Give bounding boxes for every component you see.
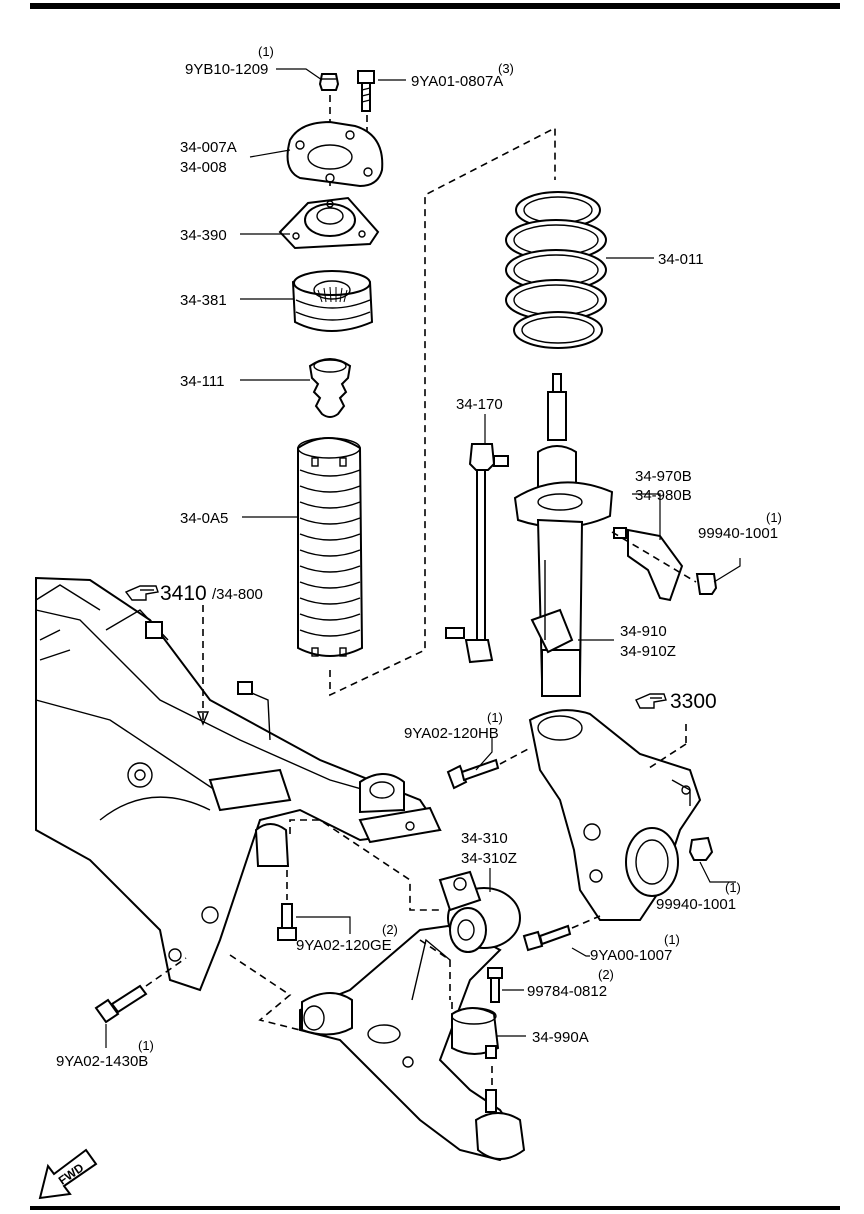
- bolt-arm-front-qty: (1): [138, 1038, 154, 1053]
- bump-stop-label: 34-111: [180, 373, 224, 390]
- mount-plate-label-1: 34-007A: [180, 139, 237, 156]
- stabilizer-link-label: 34-170: [456, 396, 503, 413]
- fwd-arrow-icon: FWD: [38, 1148, 98, 1200]
- mount-plate-part: [286, 120, 384, 188]
- dust-boot-part: [297, 437, 364, 657]
- crossmember-part: [35, 576, 442, 992]
- pointing-hand-icon: [635, 693, 667, 709]
- lower-arm-label-2: 34-310Z: [461, 850, 517, 867]
- bolt-arm-front-part: [94, 984, 148, 1024]
- mount-label: 34-390: [180, 227, 227, 244]
- nut-top-label: 9YB10-1209: [185, 61, 268, 78]
- bracket-part: [613, 527, 718, 602]
- mount-part: [278, 196, 380, 250]
- bump-stop-part: [308, 358, 352, 418]
- knuckle-part: [528, 709, 702, 921]
- bolt-bush-part: [487, 967, 503, 1003]
- coil-spring-label: 34-011: [658, 251, 704, 268]
- stabilizer-link-part: [445, 443, 509, 664]
- bolt-bush-qty: (2): [598, 967, 614, 982]
- bolt-top-label: 9YA01-0807A: [411, 73, 503, 90]
- bolt-arm-rear-part: [277, 903, 297, 941]
- ref-knuckle-main: 3300: [670, 690, 717, 713]
- strut-part: [513, 373, 614, 697]
- bolt-bush-label: 99784-0812: [527, 983, 607, 1000]
- bolt-arm-front-label: 9YA02-1430B: [56, 1053, 148, 1070]
- bolt-knuckle-qty: (1): [487, 710, 503, 725]
- bolt-balljoint-part: [522, 924, 572, 952]
- nut-knuckle-label: 99940-1001: [656, 896, 736, 913]
- bolt-top-part: [357, 70, 375, 112]
- ref-crossmember-sub: /34-800: [212, 586, 263, 603]
- pointing-hand-icon: [124, 585, 159, 601]
- ref-knuckle: 3300: [635, 690, 717, 713]
- nut-knuckle-qty: (1): [725, 880, 741, 895]
- bolt-top-qty: (3): [498, 61, 514, 76]
- nut-top-qty: (1): [258, 44, 274, 59]
- bushing-label: 34-990A: [532, 1029, 589, 1046]
- bolt-balljoint-label: 9YA00-1007: [590, 947, 672, 964]
- strut-label-2: 34-910Z: [620, 643, 676, 660]
- bolt-arm-rear-label: 9YA02-120GE: [296, 937, 392, 954]
- bolt-balljoint-qty: (1): [664, 932, 680, 947]
- bearing-part: [291, 270, 374, 332]
- lower-arm-part: [299, 870, 526, 1162]
- nut-top-part: [318, 73, 340, 91]
- coil-spring-part: [505, 191, 607, 349]
- ref-crossmember: 3410 /34-800: [124, 582, 263, 605]
- bracket-label-1: 34-970B: [635, 468, 692, 485]
- dust-boot-label: 34-0A5: [180, 510, 228, 527]
- nut-bracket-label: 99940-1001: [698, 525, 778, 542]
- ref-crossmember-main: 3410: [160, 582, 207, 605]
- strut-label-1: 34-910: [620, 623, 667, 640]
- bolt-knuckle-label: 9YA02-120HB: [404, 725, 499, 742]
- nut-knuckle-part: [688, 836, 714, 861]
- lower-arm-label-1: 34-310: [461, 830, 508, 847]
- bolt-arm-rear-qty: (2): [382, 922, 398, 937]
- bracket-label-2: 34-980B: [635, 487, 692, 504]
- mount-plate-label-2: 34-008: [180, 159, 227, 176]
- nut-bracket-qty: (1): [766, 510, 782, 525]
- top-frame-line: [30, 3, 840, 9]
- bottom-frame-line: [30, 1206, 840, 1210]
- bearing-label: 34-381: [180, 292, 227, 309]
- bushing-part: [451, 1007, 500, 1059]
- bolt-knuckle-part: [446, 758, 500, 790]
